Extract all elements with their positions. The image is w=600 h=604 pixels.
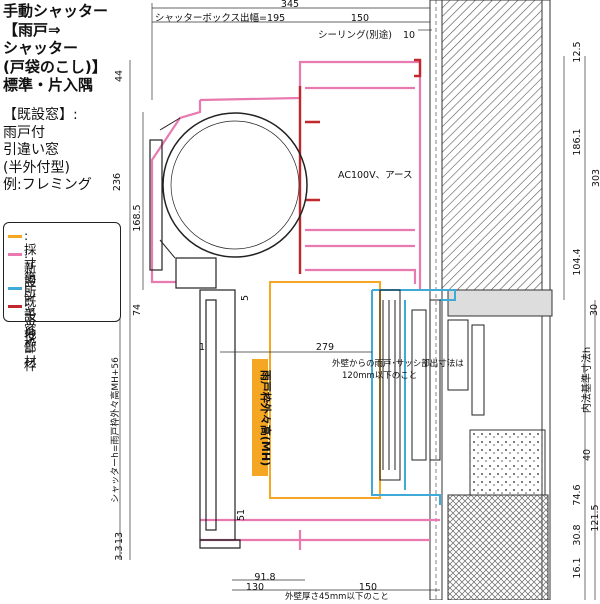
dim-left-3-3: 3.3: [114, 545, 125, 560]
dim-right-30-8: 30.8: [572, 524, 583, 545]
dim-bottom-150: 150: [359, 582, 377, 593]
dim-right-303: 303: [591, 169, 600, 187]
dim-left-51: 51: [236, 509, 247, 521]
dim-left-5: 5: [240, 295, 251, 301]
right-vertical-label: 内法基準寸法h: [580, 347, 593, 413]
dim-top-total: 345: [281, 0, 299, 10]
shutter-drum: [149, 112, 308, 289]
measure-frame: [252, 281, 381, 499]
outer-note-2: 120mm以下のこと: [342, 371, 417, 381]
legend-label: :採寸箇所: [24, 228, 37, 299]
dim-top-10: 10: [403, 30, 415, 41]
legend-label: :既設窓枠: [24, 280, 37, 351]
outer-note-1: 外壁からの雨戸･サッシ部出寸法は: [332, 358, 464, 369]
dim-right-104-4: 104.4: [572, 248, 583, 275]
sealing-note: シーリング(別途): [318, 29, 392, 41]
dim-bottom-91-8: 91.8: [254, 572, 275, 583]
dimension-lines: [119, 3, 596, 600]
dim-left-168-5: 168.5: [132, 204, 143, 231]
legend: :採寸箇所 :新設 シャッター枠 :既設窓枠 :下地部材: [3, 222, 121, 373]
dim-left-44: 44: [114, 70, 125, 82]
page-title: 手動シャッター 【雨戸⇒ シャッター (戸袋のこし)】 標準・片入隅: [3, 2, 109, 94]
dim-right-12-5: 12.5: [572, 41, 583, 62]
legend-label: :下地部材: [24, 298, 37, 369]
dim-left-13: 13: [114, 532, 125, 544]
legend-swatch-orange: [8, 235, 22, 238]
dim-right-16-1: 16.1: [572, 557, 583, 578]
base-members: [298, 58, 422, 274]
dim-left-74: 74: [132, 304, 143, 316]
dim-top-150: 150: [351, 13, 369, 24]
legend-swatch-blue: [8, 287, 22, 290]
dim-right-186-1: 186.1: [572, 128, 583, 155]
sash-detail: [379, 289, 485, 481]
existing-window-frame: [371, 289, 456, 505]
left-vertical-label: シャッターh=雨戸枠外々高MH+56: [109, 357, 121, 503]
window-subtitle: 【既設窓】: 雨戸付 引違い窓 (半外付型) 例:フレミング: [3, 107, 92, 193]
dim-mid-279: 279: [316, 342, 334, 353]
bottom-note: 外壁厚さ45mm以下のこと: [285, 591, 389, 600]
dim-left-236: 236: [112, 173, 123, 191]
dim-right-74-6: 74.6: [572, 484, 583, 505]
dim-bottom-130: 130: [246, 582, 264, 593]
dim-mid-1: 1: [199, 342, 205, 353]
shutter-box: [150, 60, 440, 550]
ac-note: AC100V、アース: [338, 170, 413, 181]
vertical-mh-label: 雨戸枠外々高(MH): [259, 370, 273, 466]
dim-box-projection: シャッターボックス出幅=195: [155, 12, 285, 24]
dim-right-121-5: 121.5: [590, 504, 600, 531]
legend-swatch-red: [8, 305, 22, 308]
legend-swatch-pink: [8, 253, 22, 256]
legend-label: :新設 シャッター枠: [24, 246, 37, 373]
shutter-rail: [199, 289, 241, 549]
wall-structure: [429, 0, 553, 601]
dim-right-40: 40: [582, 449, 593, 461]
dim-right-30: 30: [589, 304, 600, 316]
dimension-texts: 345 シャッターボックス出幅=195 150 10 シーリング(別途) AC1…: [109, 0, 600, 602]
